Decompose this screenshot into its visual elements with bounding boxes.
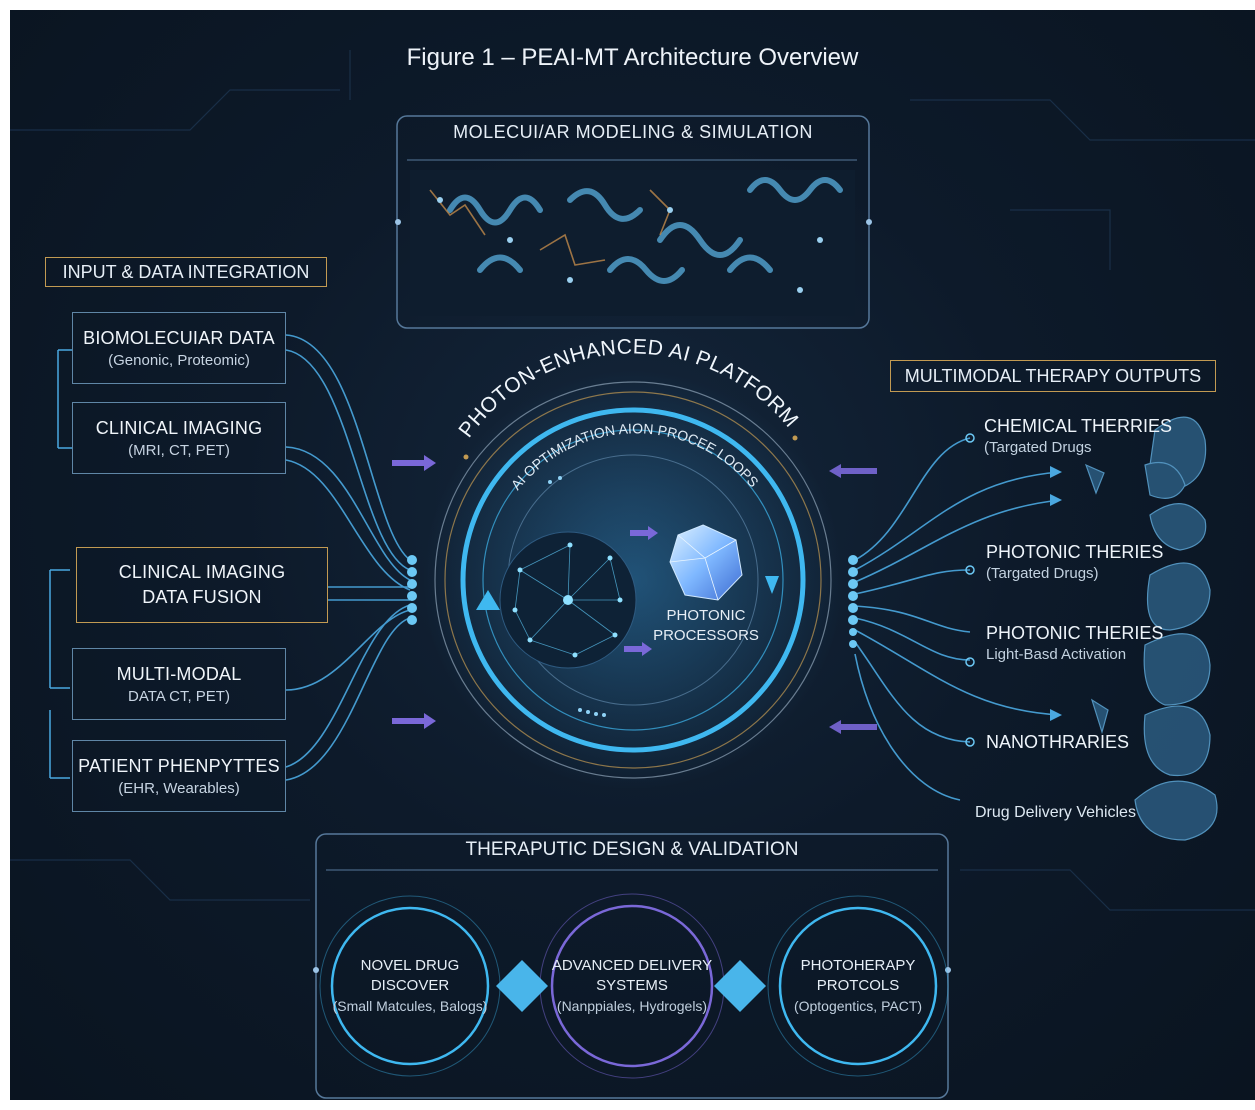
input-multi-modal[interactable]: MULTI-MODAL DATA CT, PET) — [72, 648, 286, 720]
input-label: PATIENT PHENPYTTES — [78, 755, 280, 776]
circle-line2: PROTCOLS — [816, 977, 900, 994]
output-section-header: MULTIMODAL THERAPY OUTPUTS — [890, 360, 1216, 392]
output-section-title: MULTIMODAL THERAPY OUTPUTS — [904, 365, 1202, 386]
molecule-image — [410, 170, 855, 316]
design-header: THERAPUTIC DESIGN & VALIDATION — [465, 839, 799, 860]
circle-line1: NOVEL DRUG — [360, 957, 460, 974]
output-nano[interactable]: NANOTHRARIES — [986, 732, 1129, 753]
organ-icons — [1084, 416, 1218, 841]
output-label: Drug Delivery Vehicles — [975, 804, 1136, 821]
circle-line3: (Nanppiales, Hydrogels) — [556, 998, 708, 1014]
input-sublabel: (MRI, CT, PET) — [128, 441, 230, 459]
output-photonic-2[interactable]: PHOTONIC THERIES Light-Basd Activation — [986, 623, 1163, 663]
input-sublabel: (EHR, Wearables) — [118, 779, 240, 797]
page-title: Figure 1 – PEAI-MT Architecture Overview — [406, 44, 859, 71]
output-connectors — [854, 437, 1061, 801]
input-sublabel: DATA CT, PET) — [128, 687, 230, 705]
loop-title: AI OPTIMIZATION AION PROCEE LOOPS — [508, 420, 762, 493]
input-clinical-imaging[interactable]: CLINICAL IMAGING (MRI, CT, PET) — [72, 402, 286, 474]
circle-line2: DISCOVER — [370, 977, 450, 994]
photonic-crystal-icon — [669, 524, 743, 601]
output-drug-delivery[interactable]: Drug Delivery Vehicles — [975, 802, 1136, 822]
circuit-traces — [10, 50, 1255, 911]
purple-arrows — [392, 455, 877, 734]
input-data-fusion[interactable]: CLINICAL IMAGING DATA FUSION — [76, 547, 328, 623]
input-section-title: INPUT & DATA INTEGRATION — [62, 261, 310, 282]
input-label: CLINICAL IMAGING — [95, 417, 263, 438]
design-phototherapy[interactable]: PHOTOHERAPY PROTCOLS (Optogentics, PACT) — [780, 956, 936, 1016]
input-sublabel: (Genonic, Proteomic) — [108, 351, 250, 369]
platform-arc-text: PHOTON-ENHANCED AI PLATFORM AI OPTIMIZAT… — [454, 335, 802, 493]
input-patient-phenotypes[interactable]: PATIENT PHENPYTTES (EHR, Wearables) — [72, 740, 286, 812]
circle-line1: ADVANCED DELIVERY — [551, 957, 713, 974]
processors-line2: PROCESSORS — [653, 627, 759, 644]
circle-line1: PHOTOHERAPY — [800, 957, 916, 974]
svg-text:AI OPTIMIZATION AION PROCEE LO: AI OPTIMIZATION AION PROCEE LOOPS — [508, 420, 762, 493]
input-biomolecular[interactable]: BIOMOLECUIAR DATA (Genonic, Proteomic) — [72, 312, 286, 384]
network-brain-icon — [499, 531, 637, 669]
output-sublabel: (Targated Drugs) — [986, 565, 1099, 582]
processors-line1: PHOTONIC — [666, 607, 746, 624]
input-sublabel: DATA FUSION — [142, 587, 262, 607]
output-photonic-1[interactable]: PHOTONIC THERIES (Targated Drugs) — [986, 542, 1163, 582]
output-label: PHOTONIC THERIES — [986, 542, 1164, 562]
output-chemical[interactable]: CHEMICAL THERRIES (Targated Drugs — [984, 416, 1172, 456]
photonic-processors-label: PHOTONIC PROCESSORS — [650, 606, 762, 646]
output-label: NANOTHRARIES — [986, 732, 1130, 752]
output-label: CHEMICAL THERRIES — [984, 416, 1173, 436]
input-label: CLINICAL IMAGING — [118, 562, 286, 582]
design-delivery-systems[interactable]: ADVANCED DELIVERY SYSTEMS (Nanppiales, H… — [550, 956, 714, 1016]
input-label: BIOMOLECUIAR DATA — [83, 327, 275, 348]
design-novel-drug[interactable]: NOVEL DRUG DISCOVER (Small Matcules, Bal… — [332, 956, 488, 1016]
circle-line2: SYSTEMS — [596, 977, 668, 994]
output-label: PHOTONIC THERIES — [986, 623, 1164, 643]
circle-line3: (Optogentics, PACT) — [793, 998, 923, 1014]
input-label: MULTI-MODAL — [116, 663, 242, 684]
circle-line3: (Small Matcules, Balogs) — [332, 998, 488, 1014]
input-connectors — [285, 334, 411, 781]
output-sublabel: (Targated Drugs — [984, 439, 1092, 456]
molecular-header: MOLECUI/AR MODELING & SIMULATION — [453, 122, 813, 142]
diagram-panel: Figure 1 – PEAI-MT Architecture Overview… — [10, 10, 1255, 1100]
input-section-header: INPUT & DATA INTEGRATION — [45, 257, 327, 287]
diagram-graphics — [10, 50, 1255, 1099]
output-sublabel: Light-Basd Activation — [986, 646, 1127, 663]
